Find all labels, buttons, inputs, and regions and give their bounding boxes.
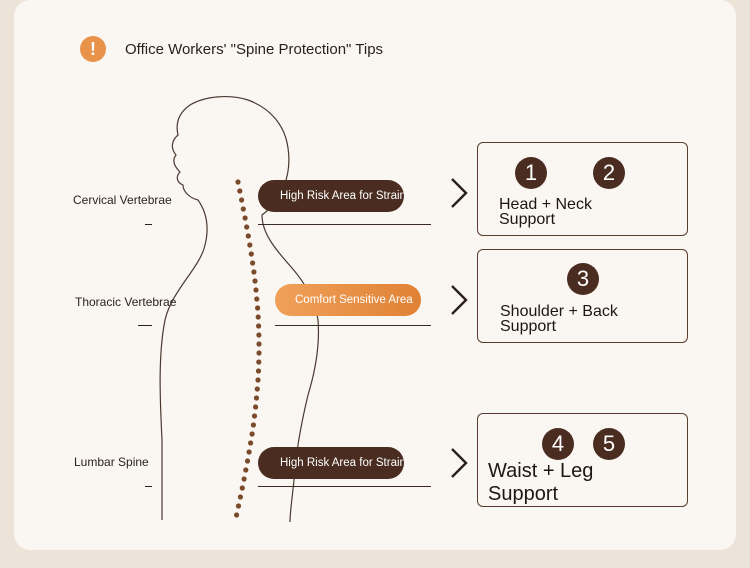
spine-dot (256, 350, 262, 356)
box-line2: Support (500, 318, 557, 335)
tick-lumbar (145, 486, 152, 487)
spine-dot (255, 368, 262, 374)
pill-comfort-sensitive: Comfort Sensitive Area (275, 284, 421, 316)
spine-dot (253, 287, 259, 293)
spine-dot (253, 395, 260, 401)
number-badge: 3 (567, 263, 599, 295)
spine-dot (237, 494, 243, 500)
spine-dot (235, 503, 242, 509)
label-thoracic: Thoracic Vertebrae (75, 295, 177, 309)
pill-high-risk-top: High Risk Area for Strain (258, 180, 404, 212)
spine-dots (234, 179, 262, 518)
spine-dot (251, 269, 257, 275)
box-line1: Head + Neck (499, 196, 592, 213)
spine-dot (245, 233, 251, 239)
spine-dot (247, 242, 253, 248)
box-line2: Support (488, 483, 559, 505)
number-badge: 4 (542, 428, 574, 460)
box-line1: Shoulder + Back (500, 303, 618, 320)
connector-line-middle (275, 325, 431, 326)
spine-dot (234, 512, 240, 518)
spine-dot (248, 251, 254, 257)
spine-dot (246, 449, 252, 455)
spine-dot (256, 359, 262, 365)
chevron-right-icon (451, 285, 468, 315)
warning-icon: ! (80, 36, 106, 62)
chevron-right-icon (451, 448, 468, 478)
spine-dot (235, 179, 241, 185)
spine-dot (244, 224, 250, 230)
tick-cervical (145, 224, 152, 225)
spine-dot (252, 278, 258, 284)
spine-dot (248, 440, 254, 446)
spine-dot (250, 260, 256, 266)
chevron-right-icon (451, 178, 468, 208)
silhouette-outline (159, 95, 320, 523)
spine-dot (250, 422, 256, 428)
title-row: ! Office Workers' "Spine Protection" Tip… (80, 36, 383, 62)
number-badge: 2 (593, 157, 625, 189)
box-line2: Support (499, 211, 556, 228)
spine-dot (239, 485, 245, 491)
spine-dot (240, 206, 246, 212)
number-badge: 1 (515, 157, 547, 189)
spine-dot (255, 377, 261, 383)
spine-dot (255, 314, 261, 320)
label-lumbar: Lumbar Spine (74, 455, 149, 469)
tick-thoracic (138, 325, 152, 326)
spine-dot (237, 188, 243, 194)
spine-dot (239, 197, 245, 203)
spine-dot (241, 476, 247, 482)
spine-dot (253, 404, 259, 410)
spine-dot (256, 341, 262, 347)
spine-dot (243, 467, 249, 473)
spine-dot (254, 296, 260, 302)
box-waist-leg-support: 4 5 Waist + Leg Support (477, 413, 688, 507)
box-head-neck-support: 1 2 Head + Neck Support (477, 142, 688, 236)
spine-dot (256, 323, 262, 329)
spine-dot (249, 431, 255, 437)
connector-line-top (258, 224, 431, 225)
spine-dot (254, 386, 260, 392)
spine-dot (251, 413, 258, 419)
spine-dot (244, 458, 251, 464)
box-shoulder-back-support: 3 Shoulder + Back Support (477, 249, 688, 343)
spine-dot (242, 215, 248, 221)
page-title: Office Workers' "Spine Protection" Tips (125, 40, 384, 58)
pill-high-risk-bottom: High Risk Area for Strain (258, 447, 404, 479)
box-line1: Waist + Leg (488, 460, 594, 482)
number-badge: 5 (593, 428, 625, 460)
spine-dot (255, 305, 261, 311)
connector-line-bottom (258, 486, 431, 487)
spine-dot (256, 332, 262, 338)
label-cervical: Cervical Vertebrae (73, 193, 172, 207)
